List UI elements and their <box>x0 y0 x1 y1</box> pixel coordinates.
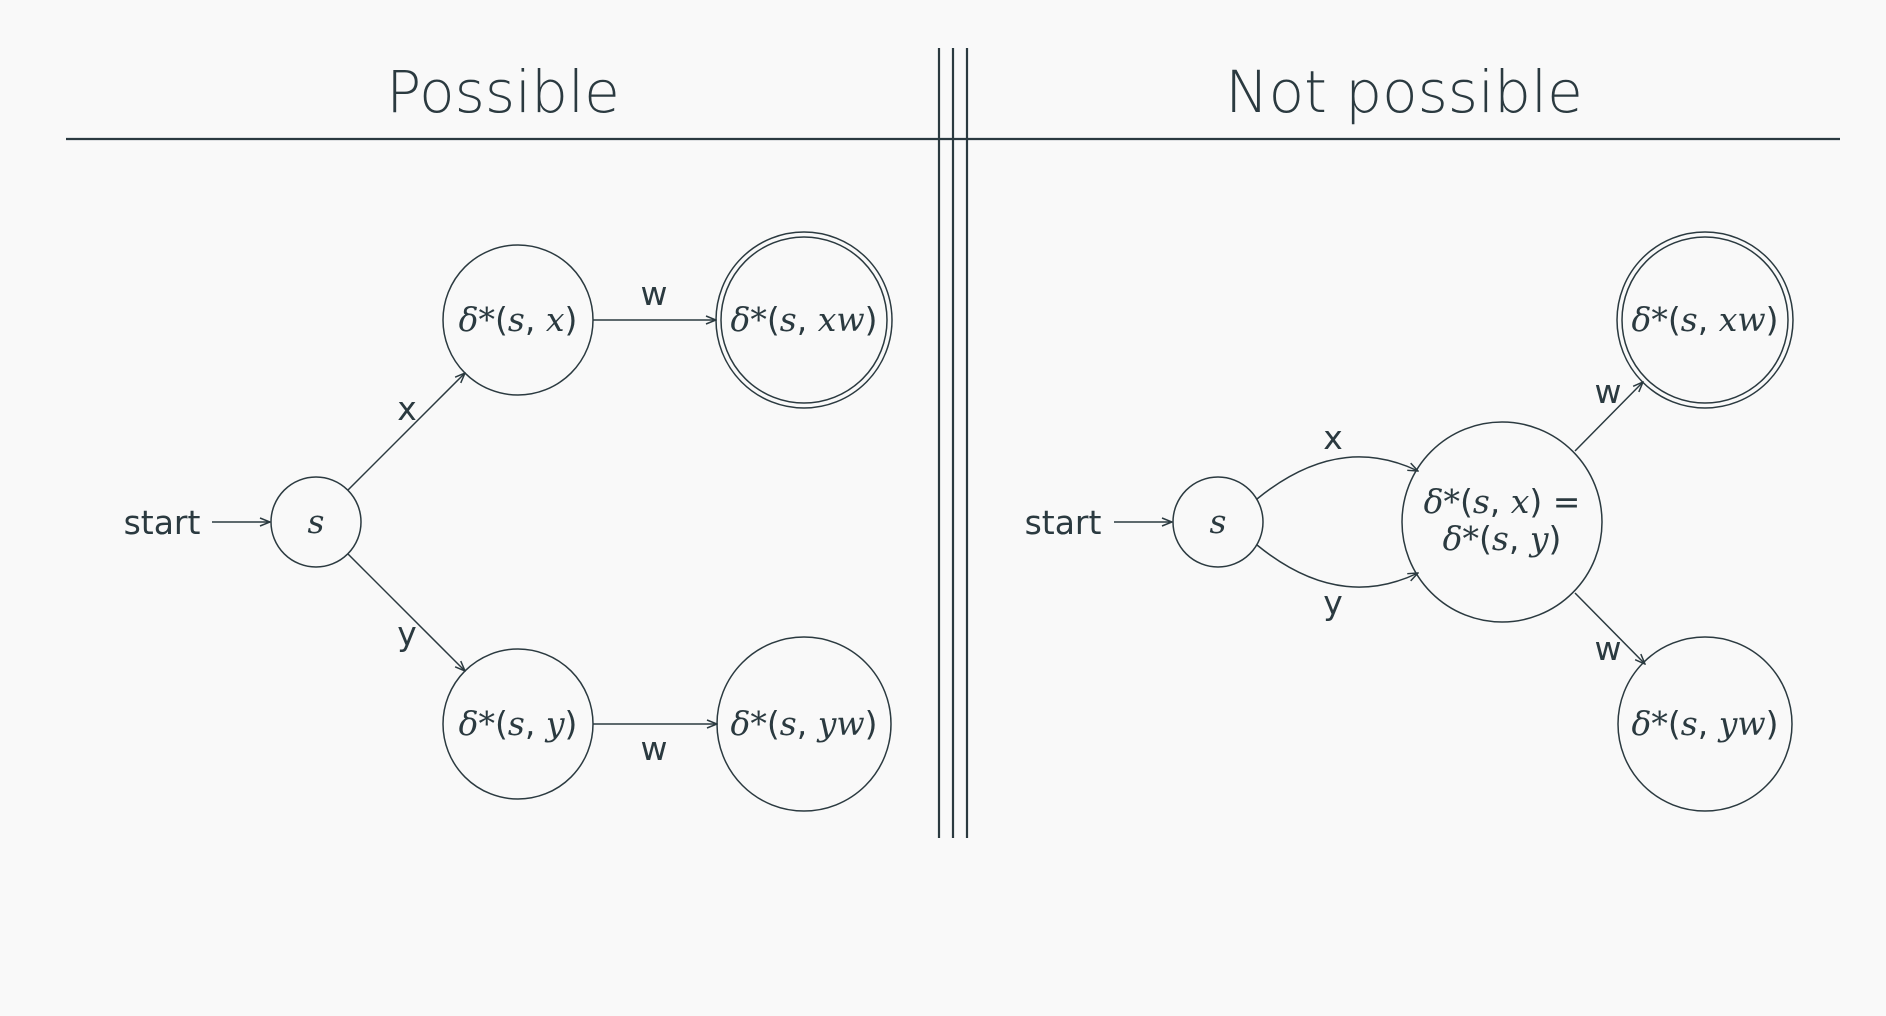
left-state-s <box>270 476 362 568</box>
triple-vertical-divider <box>937 48 969 838</box>
left-state-sy-label: δ*(s, y) <box>459 704 578 743</box>
left-state-syw-label: δ*(s, yw) <box>731 704 878 743</box>
right-state-syw <box>1617 636 1793 812</box>
left-edge-x <box>347 373 465 491</box>
left-edge-w-top-label: w <box>641 274 668 313</box>
right-state-syw-label: δ*(s, yw) <box>1632 704 1779 743</box>
right-edge-x <box>1256 456 1418 500</box>
right-edge-w-top-label: w <box>1595 372 1622 411</box>
right-edge-y <box>1256 544 1418 588</box>
right-edge-w-bottom-label: w <box>1595 629 1622 668</box>
right-state-sxw-inner <box>1621 236 1789 404</box>
right-edge-w-top <box>1574 382 1643 452</box>
left-edge-y <box>347 553 465 671</box>
left-edge-x-label: x <box>397 389 417 428</box>
right-state-merged-label-line2: δ*(s, y) <box>1443 519 1562 558</box>
left-state-sxw-label: δ*(s, xw) <box>731 300 878 339</box>
panel-title-not-possible: Not possible <box>1225 58 1583 126</box>
right-start-label: start <box>1025 503 1102 542</box>
right-state-sxw-outer <box>1616 231 1794 409</box>
right-automaton: start s δ*(s, x) = δ*(s, y) δ*(s, xw) δ*… <box>1025 231 1794 812</box>
right-edge-y-label: y <box>1323 583 1343 622</box>
right-state-s <box>1172 476 1264 568</box>
left-state-s-label: s <box>308 502 325 541</box>
left-start-label: start <box>124 503 201 542</box>
right-edge-w-bottom <box>1574 592 1645 664</box>
panel-title-possible: Possible <box>386 58 620 126</box>
right-state-merged-label-line1: δ*(s, x) = <box>1424 482 1581 521</box>
right-state-merged <box>1401 421 1603 623</box>
left-edge-y-label: y <box>397 614 417 653</box>
left-edge-w-bottom-label: w <box>641 729 668 768</box>
left-automaton: start s δ*(s, x) δ*(s, xw) δ*(s, y) δ*(s… <box>124 231 893 812</box>
left-state-sxw-inner <box>720 236 888 404</box>
right-state-sxw-label: δ*(s, xw) <box>1632 300 1779 339</box>
right-state-s-label: s <box>1210 502 1227 541</box>
right-edge-x-label: x <box>1323 418 1343 457</box>
left-state-sx-label: δ*(s, x) <box>459 300 578 339</box>
